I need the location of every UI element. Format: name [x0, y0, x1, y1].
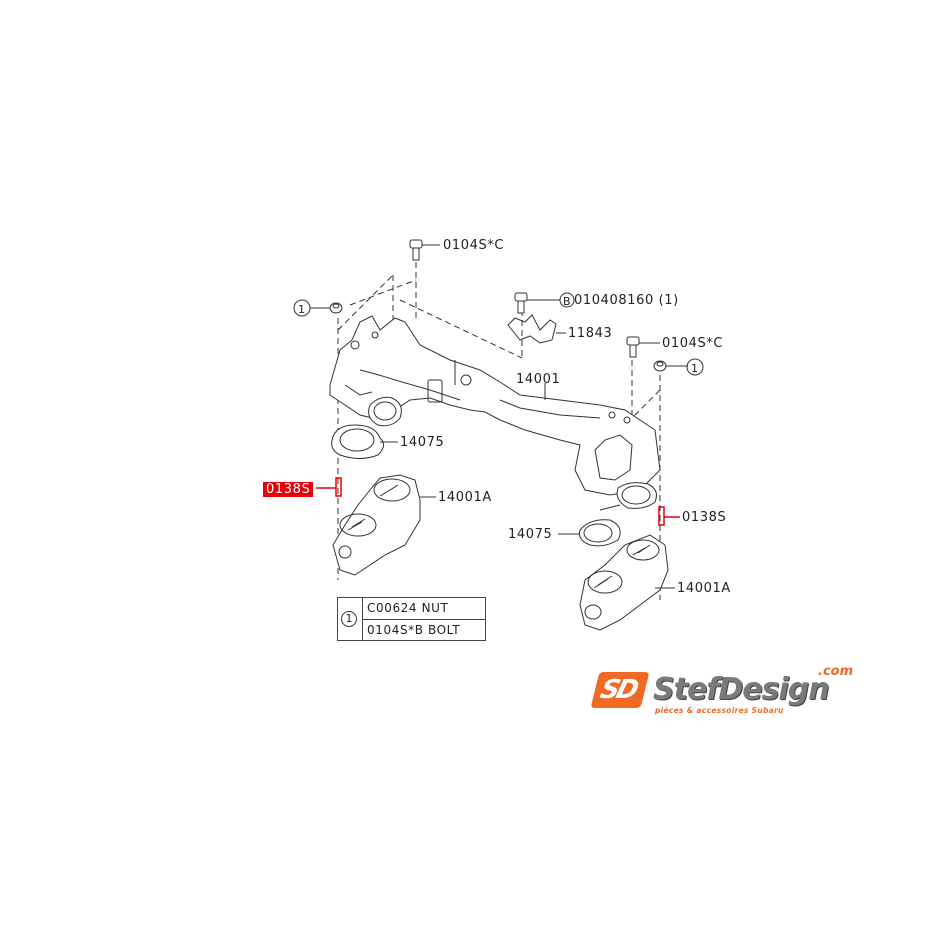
- callout-bolt-bracket: 010408160 (1): [574, 293, 679, 308]
- gasket-right-drawing: [558, 482, 657, 547]
- legend-row-nut: C00624 NUT: [367, 601, 449, 616]
- logo-tagline: pièces & accessoires Subaru: [655, 706, 784, 715]
- logo-mark: SD: [590, 672, 650, 708]
- legend-rows: C00624 NUT 0104S*B BOLT: [363, 598, 485, 640]
- svg-text:1: 1: [298, 303, 306, 316]
- brand-logo: SD StefDesign .com pièces & accessoires …: [590, 664, 855, 718]
- stud-left-highlighted: [316, 477, 342, 497]
- svg-text:1: 1: [691, 362, 699, 375]
- bracket-icon: [507, 314, 566, 344]
- nut-icon: 1: [293, 299, 343, 317]
- logo-wordmark: StefDesign: [653, 672, 830, 707]
- throttle-body-left-drawing: [332, 474, 436, 576]
- callout-gasket-right: 14075: [508, 527, 553, 542]
- bolt-icon: [626, 336, 660, 358]
- gasket-left-drawing: [331, 396, 402, 459]
- nut-icon: 1: [653, 358, 704, 376]
- callout-stud-left-highlighted[interactable]: 0138S: [263, 482, 314, 497]
- callout-bracket: 11843: [568, 326, 613, 341]
- callout-bolt-top-right: 0104S*C: [662, 336, 724, 351]
- bracket-bolt-icon: B: [514, 292, 575, 314]
- legend-table: 1 C00624 NUT 0104S*B BOLT: [337, 597, 486, 641]
- legend-key: 1: [338, 598, 363, 640]
- callout-bolt-top-left: 0104S*C: [443, 238, 505, 253]
- callout-throttle-right: 14001A: [677, 581, 731, 596]
- legend-row-bolt: 0104S*B BOLT: [363, 618, 485, 641]
- legend-ref-circle: 1: [341, 611, 357, 627]
- callout-manifold: 14001: [516, 372, 561, 387]
- throttle-body-right-drawing: [579, 534, 675, 631]
- svg-text:B: B: [563, 295, 571, 308]
- callout-stud-right[interactable]: 0138S: [682, 510, 727, 525]
- logo-tld: .com: [818, 664, 854, 679]
- callout-throttle-left: 14001A: [438, 490, 492, 505]
- intake-manifold-drawing: [329, 315, 661, 496]
- callout-gasket-left: 14075: [400, 435, 445, 450]
- stud-right: [658, 506, 680, 526]
- bolt-icon: [409, 239, 440, 261]
